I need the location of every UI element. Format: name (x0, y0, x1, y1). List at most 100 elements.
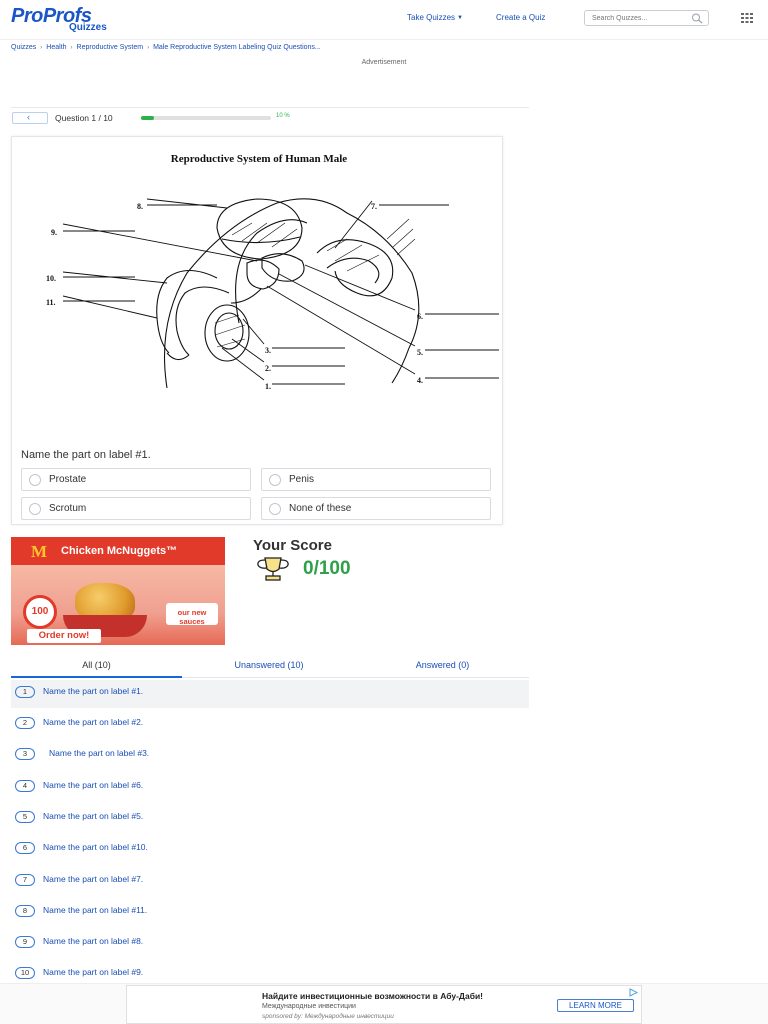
question-number-badge: 8 (15, 905, 35, 917)
score-value: 0/100 (303, 558, 351, 579)
sauce-tag-text: our new sauces (177, 608, 207, 626)
question-number-badge: 5 (15, 811, 35, 823)
question-list-label: Name the part on label #6. (43, 780, 144, 790)
list-item[interactable]: 9 Name the part on label #8. (11, 930, 529, 958)
active-tab-indicator (11, 676, 182, 678)
radio-button[interactable] (29, 503, 41, 515)
question-list-label: Name the part on label #8. (43, 936, 144, 946)
answer-option-scrotum[interactable]: Scrotum (21, 497, 251, 520)
ad-image-area: 100 our new sauces (11, 565, 225, 645)
advertisement-label: Advertisement (361, 59, 407, 66)
question-list-label: Name the part on label #5. (43, 811, 144, 821)
question-list-label: Name the part on label #2. (43, 717, 144, 727)
sauce-tag: our new sauces (166, 603, 218, 626)
learn-more-label: LEARN MORE (569, 1001, 622, 1010)
apps-grid-icon[interactable] (741, 13, 753, 23)
chevron-right-icon: › (147, 44, 150, 51)
mcdonalds-logo: M (31, 542, 48, 561)
site-header: ProProfs Quizzes Take Quizzes ▼ Create a… (0, 0, 768, 40)
logo-sub-text: Quizzes (69, 22, 107, 33)
progress-fill (141, 116, 154, 120)
score-title: Your Score (253, 537, 332, 554)
list-item[interactable]: 7 Name the part on label #7. (11, 868, 529, 896)
bottom-ad-sponsor: sponsored by: Международные инвестиции (262, 1013, 394, 1020)
chevron-right-icon: › (40, 44, 43, 51)
breadcrumb-current-quiz[interactable]: Male Reproductive System Labeling Quiz Q… (153, 44, 321, 51)
trophy-icon (257, 557, 289, 581)
list-item[interactable]: 3 Name the part on label #3. (11, 742, 529, 770)
male-reproductive-diagram: Reproductive System of Human Male (17, 143, 501, 445)
option-label: Scrotum (49, 503, 87, 514)
tab-all[interactable]: All (10) (82, 660, 111, 670)
question-counter: Question 1 / 10 (55, 113, 113, 123)
question-number-badge: 1 (15, 686, 35, 698)
option-label: None of these (289, 503, 352, 514)
question-list-label: Name the part on label #7. (43, 874, 144, 884)
learn-more-button[interactable]: LEARN MORE (557, 999, 634, 1012)
bottom-ad-banner[interactable]: Найдите инвестиционные возможности в Абу… (126, 985, 642, 1024)
question-number-badge: 3 (15, 748, 35, 760)
diagram-label-4: 4. (417, 376, 423, 385)
progress-percent: 10 % (276, 113, 290, 119)
order-now-button[interactable]: Order now! (27, 629, 101, 643)
question-progress-bar: ‹ Question 1 / 10 10 % (11, 107, 529, 127)
list-item[interactable]: 5 Name the part on label #5. (11, 805, 529, 833)
tab-answered[interactable]: Answered (0) (415, 660, 470, 670)
ad-header-strip: M Chicken McNuggets™ (11, 537, 225, 565)
order-now-label: Order now! (38, 630, 90, 641)
question-number-badge: 4 (15, 780, 35, 792)
logo-main-text: ProProfs (11, 5, 92, 27)
previous-question-button[interactable]: ‹ (12, 112, 48, 124)
list-item[interactable]: 8 Name the part on label #11. (11, 899, 529, 927)
list-item[interactable]: 6 Name the part on label #10. (11, 836, 529, 864)
search-icon[interactable] (691, 13, 703, 24)
question-card: Reproductive System of Human Male (11, 136, 503, 525)
list-item[interactable]: 10 Name the part on label #9. (11, 961, 529, 989)
ad-badge: 100 (23, 595, 57, 629)
nav-take-quizzes[interactable]: Take Quizzes ▼ (407, 13, 463, 22)
progress-track (141, 116, 271, 120)
search-input[interactable] (585, 11, 685, 25)
breadcrumb-quizzes[interactable]: Quizzes (11, 44, 37, 51)
answer-option-none[interactable]: None of these (261, 497, 491, 520)
diagram-label-2: 2. (265, 364, 271, 373)
question-filter-tabs: All (10) Unanswered (10) Answered (0) (11, 656, 529, 678)
question-text: Name the part on label #1. (21, 449, 151, 461)
option-label: Penis (289, 474, 315, 485)
radio-button[interactable] (29, 474, 41, 486)
chevron-right-icon: › (70, 44, 73, 51)
question-number-badge: 7 (15, 874, 35, 886)
answer-option-penis[interactable]: Penis (261, 468, 491, 491)
list-item[interactable]: 1 Name the part on label #1. (11, 680, 529, 708)
mcdonalds-ad-banner[interactable]: M Chicken McNuggets™ 100 our new sauces … (11, 537, 225, 645)
diagram-label-9: 9. (51, 228, 57, 237)
chevron-left-icon: ‹ (27, 112, 30, 122)
nav-take-quizzes-label: Take Quizzes (407, 13, 456, 22)
radio-button[interactable] (269, 474, 281, 486)
question-number-badge: 6 (15, 842, 35, 854)
bottom-ad-headline: Найдите инвестиционные возможности в Абу… (262, 991, 484, 1001)
adchoices-icon[interactable] (629, 988, 638, 997)
question-list-label: Name the part on label #1. (43, 686, 144, 696)
question-list-label: Name the part on label #11. (43, 905, 148, 915)
bottom-ad-company: Международные инвестиции (262, 1003, 356, 1010)
ad-badge-text: 100 (31, 606, 49, 617)
proprofs-logo[interactable]: ProProfs Quizzes (11, 5, 123, 33)
question-number-badge: 9 (15, 936, 35, 948)
nav-create-quiz[interactable]: Create a Quiz (496, 13, 546, 22)
answer-option-prostate[interactable]: Prostate (21, 468, 251, 491)
tab-unanswered[interactable]: Unanswered (10) (234, 660, 304, 670)
radio-button[interactable] (269, 503, 281, 515)
question-list-label: Name the part on label #9. (43, 967, 144, 977)
diagram-illustration: 1. 2. 3. 4. 5. 6. 7. 8. 9. 10. 11. (46, 198, 499, 391)
breadcrumb-health[interactable]: Health (46, 44, 67, 51)
diagram-label-6: 6. (417, 312, 423, 321)
diagram-label-11: 11. (46, 298, 56, 307)
breadcrumb-reproductive-system[interactable]: Reproductive System (76, 44, 144, 51)
list-item[interactable]: 4 Name the part on label #6. (11, 774, 529, 802)
list-item[interactable]: 2 Name the part on label #2. (11, 711, 529, 739)
diagram-label-8: 8. (137, 202, 143, 211)
search-box (584, 10, 709, 26)
diagram-label-10: 10. (46, 274, 56, 283)
question-list-label: Name the part on label #10. (43, 842, 148, 852)
